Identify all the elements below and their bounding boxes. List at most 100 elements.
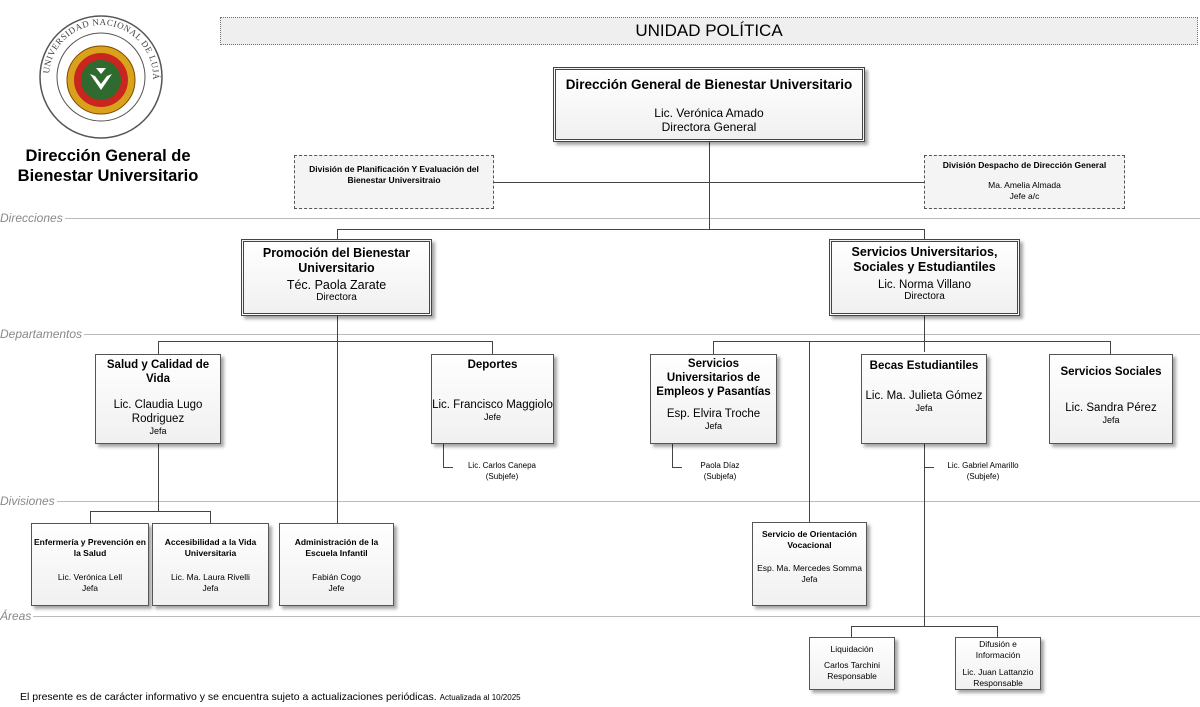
connector <box>809 341 810 522</box>
box-planificacion: División de Planificación Y Evaluación d… <box>294 155 494 209</box>
box-accesibilidad: Accesibilidad a la Vida Universitaria Li… <box>152 523 269 606</box>
level-label-divisiones: Divisiones <box>0 494 57 508</box>
box-servicios: Servicios Universitarios, Sociales y Est… <box>829 239 1020 316</box>
box-role: Jefe a/c <box>1009 191 1040 201</box>
box-title: Servicios Sociales <box>1060 366 1162 378</box>
connector <box>158 444 159 511</box>
connector <box>492 341 493 354</box>
box-title: Enfermería y Prevención en la Salud <box>34 537 146 558</box>
box-escuela-infantil: Administración de la Escuela Infantil Fa… <box>279 523 394 606</box>
subchief-role: (Subjefe) <box>485 472 519 481</box>
level-separator <box>0 334 1200 335</box>
connector <box>90 511 211 512</box>
subchief-name: Paola Díaz <box>700 461 740 470</box>
connector <box>851 626 852 637</box>
box-role: Directora <box>904 291 945 302</box>
box-role: Jefa <box>801 574 818 584</box>
connector <box>672 444 673 468</box>
subchief-empleos: Paola Díaz (Subjefa) <box>680 460 760 482</box>
subchief-name: Lic. Carlos Canepa <box>467 461 537 470</box>
box-difusion: Difusión e Información Lic. Juan Lattanz… <box>955 637 1041 690</box>
box-title: Difusión e Información <box>975 639 1021 660</box>
box-role: Jefa <box>81 583 99 593</box>
box-role: Responsable <box>973 678 1023 688</box>
box-person: Fabián Cogo <box>312 572 361 582</box>
box-person: Lic. Juan Lattanzio <box>962 667 1034 677</box>
box-empleos: Servicios Universitarios de Empleos y Pa… <box>650 354 777 444</box>
box-title: Liquidación <box>830 644 874 654</box>
connector <box>443 467 453 468</box>
connector <box>158 341 159 354</box>
box-person: Lic. Claudia Lugo Rodriguez <box>113 399 203 425</box>
subchief-deportes: Lic. Carlos Canepa (Subjefe) <box>452 460 552 482</box>
connector <box>443 444 444 468</box>
box-liquidacion: Liquidación Carlos Tarchini Responsable <box>809 637 895 690</box>
box-role: Directora General <box>661 120 757 134</box>
connector <box>924 467 934 468</box>
org-title: Dirección General de Bienestar Universit… <box>17 147 199 185</box>
box-person: Ma. Amelia Almada <box>988 180 1061 190</box>
box-role: Jefa <box>1102 415 1120 425</box>
box-role: Jefa <box>202 583 219 593</box>
connector <box>713 341 714 354</box>
level-separator <box>0 218 1200 219</box>
connector <box>210 511 211 523</box>
connector <box>672 467 682 468</box>
box-salud: Salud y Calidad de Vida Lic. Claudia Lug… <box>95 354 221 444</box>
box-person: Lic. Verónica Lell <box>57 572 123 582</box>
subchief-name: Lic. Gabriel Amarillo <box>947 461 1019 470</box>
box-role: Jefe <box>483 412 501 422</box>
connector <box>494 182 924 183</box>
box-title: Salud y Calidad de Vida <box>106 359 210 385</box>
connector <box>1110 341 1111 354</box>
box-role: Directora <box>316 292 357 303</box>
box-role: Jefa <box>704 421 722 431</box>
box-title: Administración de la Escuela Infantil <box>294 537 379 558</box>
box-promocion: Promoción del Bienestar Universitario Té… <box>241 239 432 316</box>
box-title: División Despacho de Dirección General <box>942 160 1107 170</box>
footer-note: El presente es de carácter informativo y… <box>20 691 521 703</box>
box-despacho: División Despacho de Dirección General M… <box>924 155 1125 209</box>
box-role: Responsable <box>827 671 877 681</box>
box-sociales: Servicios Sociales Lic. Sandra Pérez Jef… <box>1049 354 1173 444</box>
box-title: Servicio de Orientación Vocacional <box>762 529 857 550</box>
footer-text: El presente es de carácter informativo y… <box>20 691 437 703</box>
connector <box>158 341 493 342</box>
level-label-areas: Áreas <box>0 609 34 623</box>
box-title: Becas Estudiantiles <box>869 360 979 372</box>
box-title: Dirección General de Bienestar Universit… <box>565 77 853 92</box>
box-person: Esp. Elvira Troche <box>666 408 761 420</box>
box-person: Carlos Tarchini <box>823 660 881 670</box>
level-separator <box>0 501 1200 502</box>
connector <box>337 316 338 524</box>
footer-updated: Actualizada al 10/2025 <box>439 693 521 702</box>
box-direccion-general: Dirección General de Bienestar Universit… <box>553 67 865 142</box>
connector <box>337 229 925 230</box>
box-title: División de Planificación Y Evaluación d… <box>309 164 479 185</box>
box-title: Servicios Universitarios de Empleos y Pa… <box>656 358 771 398</box>
political-unit-band: UNIDAD POLÍTICA <box>220 17 1198 45</box>
connector <box>924 316 925 352</box>
box-title: Promoción del Bienestar Universitario <box>262 246 411 275</box>
box-person: Lic. Ma. Julieta Gómez <box>865 390 983 402</box>
box-person: Lic. Ma. Laura Rivelli <box>171 572 250 582</box>
connector <box>924 229 925 239</box>
university-seal-logo: UNIVERSIDAD NACIONAL DE LUJÁN <box>35 6 164 140</box>
box-person: Esp. Ma. Mercedes Somma <box>757 563 862 573</box>
connector <box>713 341 1111 342</box>
box-person: Lic. Sandra Pérez <box>1065 402 1157 414</box>
box-becas: Becas Estudiantiles Lic. Ma. Julieta Góm… <box>861 354 987 444</box>
box-role: Jefe <box>328 583 345 593</box>
subchief-role: (Subjefe) <box>966 472 1000 481</box>
box-person: Téc. Paola Zarate <box>286 278 387 292</box>
box-title: Servicios Universitarios, Sociales y Est… <box>851 245 998 274</box>
subchief-becas: Lic. Gabriel Amarillo (Subjefe) <box>933 460 1033 482</box>
box-deportes: Deportes Lic. Francisco Maggiolo Jefe <box>431 354 554 444</box>
level-label-departamentos: Departamentos <box>0 327 85 341</box>
subchief-role: (Subjefa) <box>703 472 737 481</box>
box-person: Lic. Verónica Amado <box>654 106 764 120</box>
box-role: Jefa <box>149 426 167 436</box>
political-unit-title: UNIDAD POLÍTICA <box>635 21 783 40</box>
connector <box>924 444 925 626</box>
box-title: Deportes <box>467 359 518 371</box>
